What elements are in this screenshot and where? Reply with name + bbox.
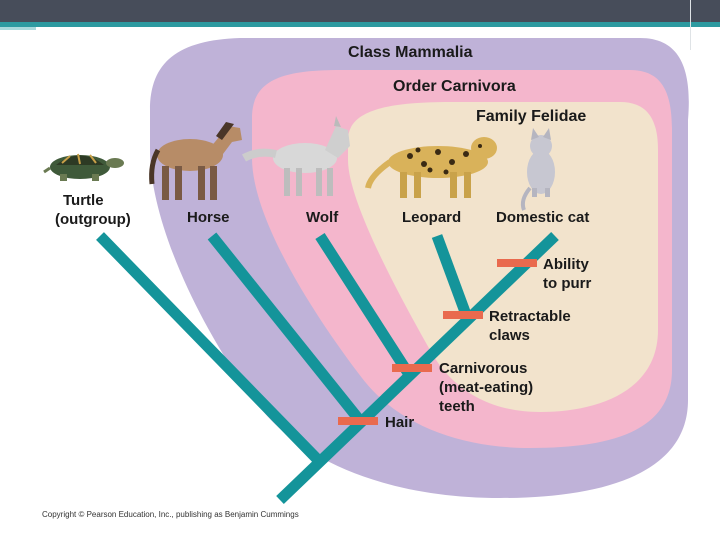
header-corner-accent — [0, 27, 36, 30]
wolf-branch — [315, 233, 415, 379]
leopard-branch — [431, 234, 474, 322]
horse-branch — [207, 232, 366, 426]
turtle-icon — [43, 153, 124, 181]
claws-trait-bar — [443, 311, 483, 319]
horse-icon — [149, 122, 242, 200]
purr-trait-label-1: Ability — [543, 256, 589, 273]
turtle-outgroup-label: (outgroup) — [55, 211, 131, 228]
wolf-label: Wolf — [306, 209, 339, 226]
cat-icon — [520, 128, 555, 211]
teeth-trait-label-3: teeth — [439, 398, 475, 415]
family-felidae-region — [348, 102, 658, 412]
claws-trait-label-2: claws — [489, 327, 530, 344]
purr-trait-bar — [497, 259, 537, 267]
cladogram-branches — [96, 232, 559, 504]
leopard-icon — [365, 137, 497, 198]
class-mammalia-label: Class Mammalia — [348, 44, 473, 61]
domestic-cat-label: Domestic cat — [496, 209, 589, 226]
hair-trait-label: Hair — [385, 414, 414, 431]
order-carnivora-label: Order Carnivora — [393, 78, 516, 95]
hair-trait-bar — [338, 417, 378, 425]
trait-markers — [338, 259, 537, 425]
teeth-trait-label-1: Carnivorous — [439, 360, 527, 377]
purr-trait-label-2: to purr — [543, 275, 591, 292]
turtle-label: Turtle — [63, 192, 104, 209]
claws-trait-label-1: Retractable — [489, 308, 571, 325]
teeth-trait-label-2: (meat-eating) — [439, 379, 533, 396]
family-felidae-label: Family Felidae — [476, 108, 586, 125]
corner-decoration — [690, 0, 720, 50]
turtle-branch — [96, 232, 324, 466]
horse-label: Horse — [187, 209, 230, 226]
wolf-icon — [242, 116, 350, 196]
leopard-label: Leopard — [402, 209, 461, 226]
teeth-trait-bar — [392, 364, 432, 372]
copyright-notice: Copyright © Pearson Education, Inc., pub… — [42, 510, 299, 519]
header-accent-stripe — [0, 22, 720, 27]
header-bar — [0, 0, 720, 22]
